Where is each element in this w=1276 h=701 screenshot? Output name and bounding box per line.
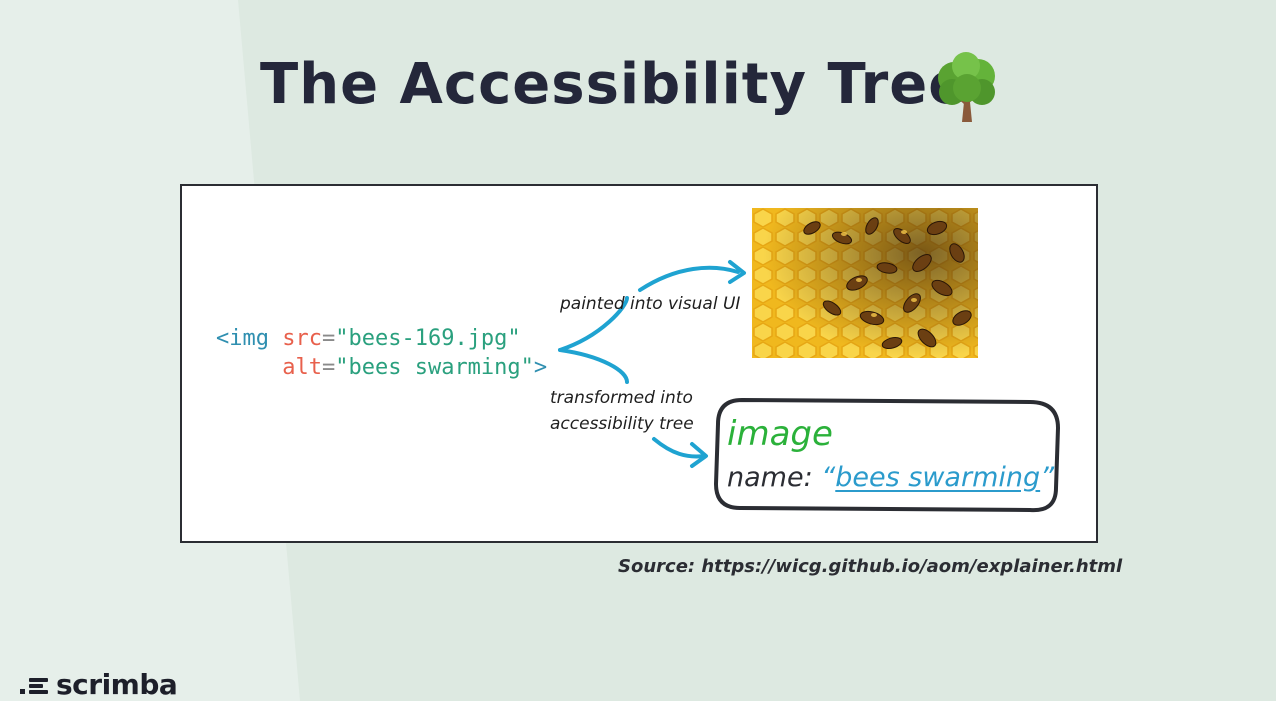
label-accessibility-tree: accessibility tree: [550, 414, 694, 434]
img-code-snippet: <img src="bees-169.jpg" alt="bees swarmi…: [216, 326, 548, 380]
label-transformed-into: transformed into: [550, 388, 693, 408]
code-attr-src: src: [282, 326, 322, 351]
accessibility-name-label: name:: [727, 462, 813, 493]
code-tag-close: >: [533, 355, 548, 380]
tree-emoji-icon: [938, 52, 995, 122]
label-painted-into-ui: painted into visual UI: [560, 294, 741, 314]
accessibility-role: image: [727, 414, 833, 454]
close-quote: ”: [1040, 462, 1055, 493]
code-tag-open: <img: [216, 326, 269, 351]
source-citation: Source: https://wicg.github.io/aom/expla…: [618, 556, 1123, 577]
scrimba-logo-icon: [20, 678, 48, 694]
accessibility-name-value: bees swarming: [835, 462, 1041, 493]
code-attr-alt: alt: [282, 355, 322, 380]
code-val-src: "bees-169.jpg": [335, 326, 521, 351]
scrimba-logo-text: scrimba: [56, 668, 178, 701]
bees-image: [752, 208, 978, 358]
diagram-panel: <img src="bees-169.jpg" alt="bees swarmi…: [180, 184, 1098, 543]
accessibility-name-row: name: “bees swarming”: [727, 462, 1054, 493]
slide-title: The Accessibility Tree: [260, 52, 968, 117]
code-val-alt: "bees swarming": [335, 355, 534, 380]
accessibility-node-box: [714, 398, 1060, 513]
branch-arrows: [558, 260, 746, 468]
scrimba-logo: scrimba: [20, 668, 178, 701]
open-quote: “: [821, 462, 836, 493]
